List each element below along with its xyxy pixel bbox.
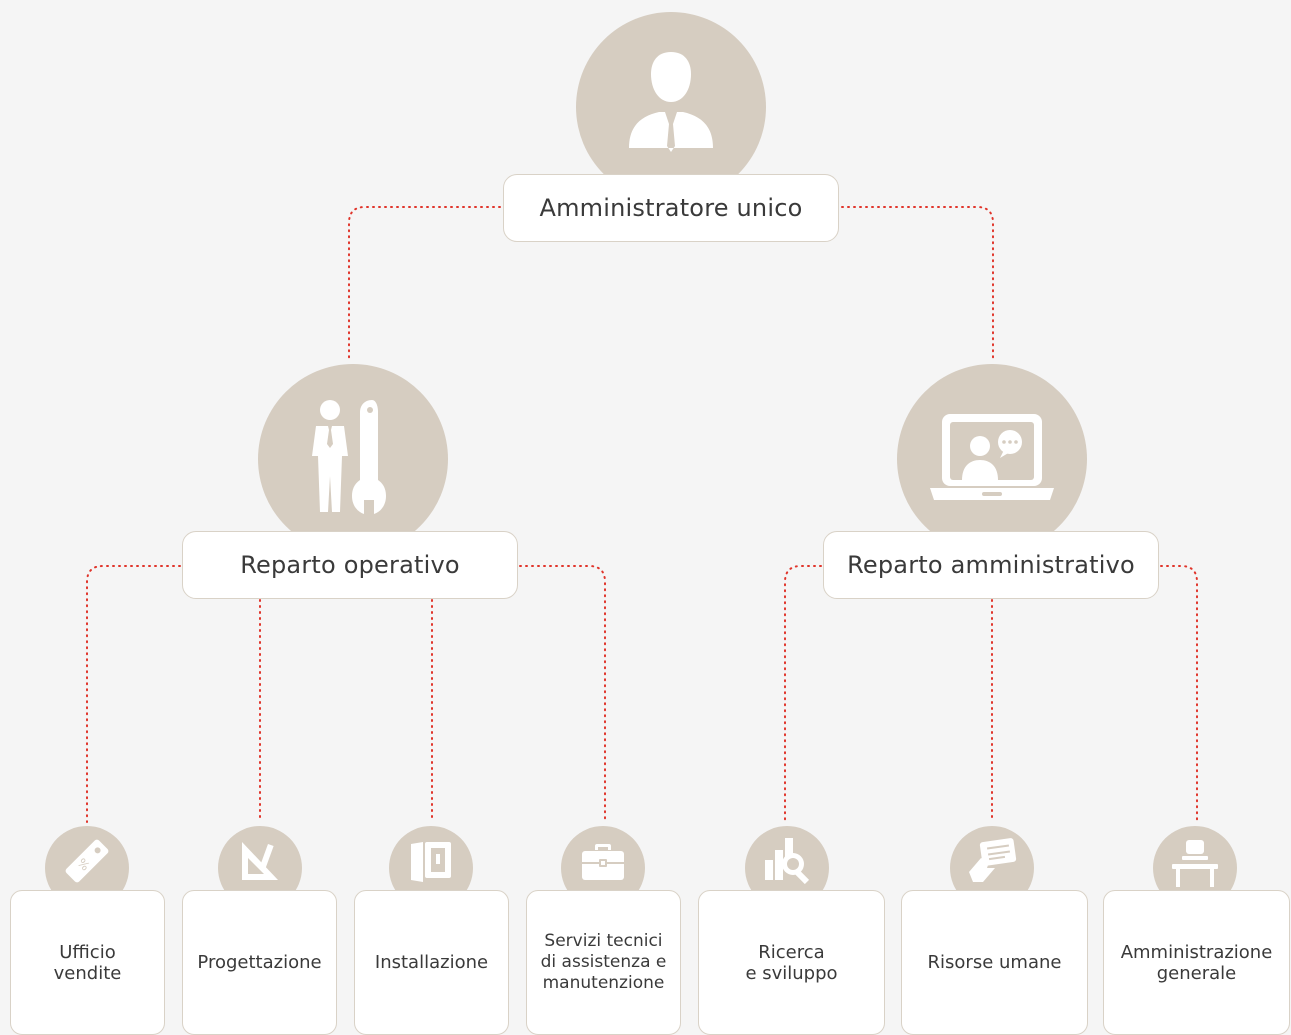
connector-op-servizi [519,565,606,823]
leaf-installazione: Installazione [354,890,509,1035]
discount-tag-icon: % [65,839,109,883]
dept-amministrativo-label: Reparto amministrativo [847,551,1135,579]
leaf-servizi-tecnici-label: Servizi tecnici di assistenza e manutenz… [540,931,667,993]
laptop-video-call-icon [930,414,1054,500]
door-panel-icon [411,842,451,882]
leaf-servizi-tecnici: Servizi tecnici di assistenza e manutenz… [526,890,681,1035]
leaf-progettazione: Progettazione [182,890,337,1035]
leaf-progettazione-label: Progettazione [197,952,322,973]
connector-root-right [841,206,994,363]
root-icon-circle [576,12,766,202]
chart-magnifier-icon [765,838,810,884]
dept-operativo-icon-circle [258,364,448,554]
toolbox-icon [582,844,624,880]
root-node: Amministratore unico [503,174,839,242]
connector-adm-amministrazione [1160,565,1198,823]
set-square-ruler-icon [242,842,278,880]
dept-amministrativo-icon-circle [897,364,1087,554]
root-label: Amministratore unico [539,194,803,222]
desk-chair-icon [1172,840,1218,887]
connector-adm-ricerca [784,565,822,823]
businessman-icon [629,52,713,152]
leaf-ricerca-sviluppo: Ricerca e sviluppo [698,890,885,1035]
leaf-amministrazione-generale: Amministrazione generale [1103,890,1290,1035]
leaf-ufficio-vendite-label: Ufficio vendite [53,941,122,984]
leaf-ricerca-sviluppo-label: Ricerca e sviluppo [745,941,838,984]
leaf-risorse-umane-label: Risorse umane [927,952,1062,973]
dept-amministrativo-node: Reparto amministrativo [823,531,1159,599]
connector-op-ufficio [86,565,181,823]
leaf-installazione-label: Installazione [374,952,489,973]
leaf-risorse-umane: Risorse umane [901,890,1088,1035]
leaf-ufficio-vendite: Ufficio vendite [10,890,165,1035]
worker-wrench-icon [312,400,386,514]
dept-operativo-node: Reparto operativo [182,531,518,599]
dept-operativo-label: Reparto operativo [240,551,460,579]
leaf-amministrazione-generale-label: Amministrazione generale [1120,941,1273,984]
connector-root-left [348,206,501,363]
hand-card-icon [969,838,1017,882]
